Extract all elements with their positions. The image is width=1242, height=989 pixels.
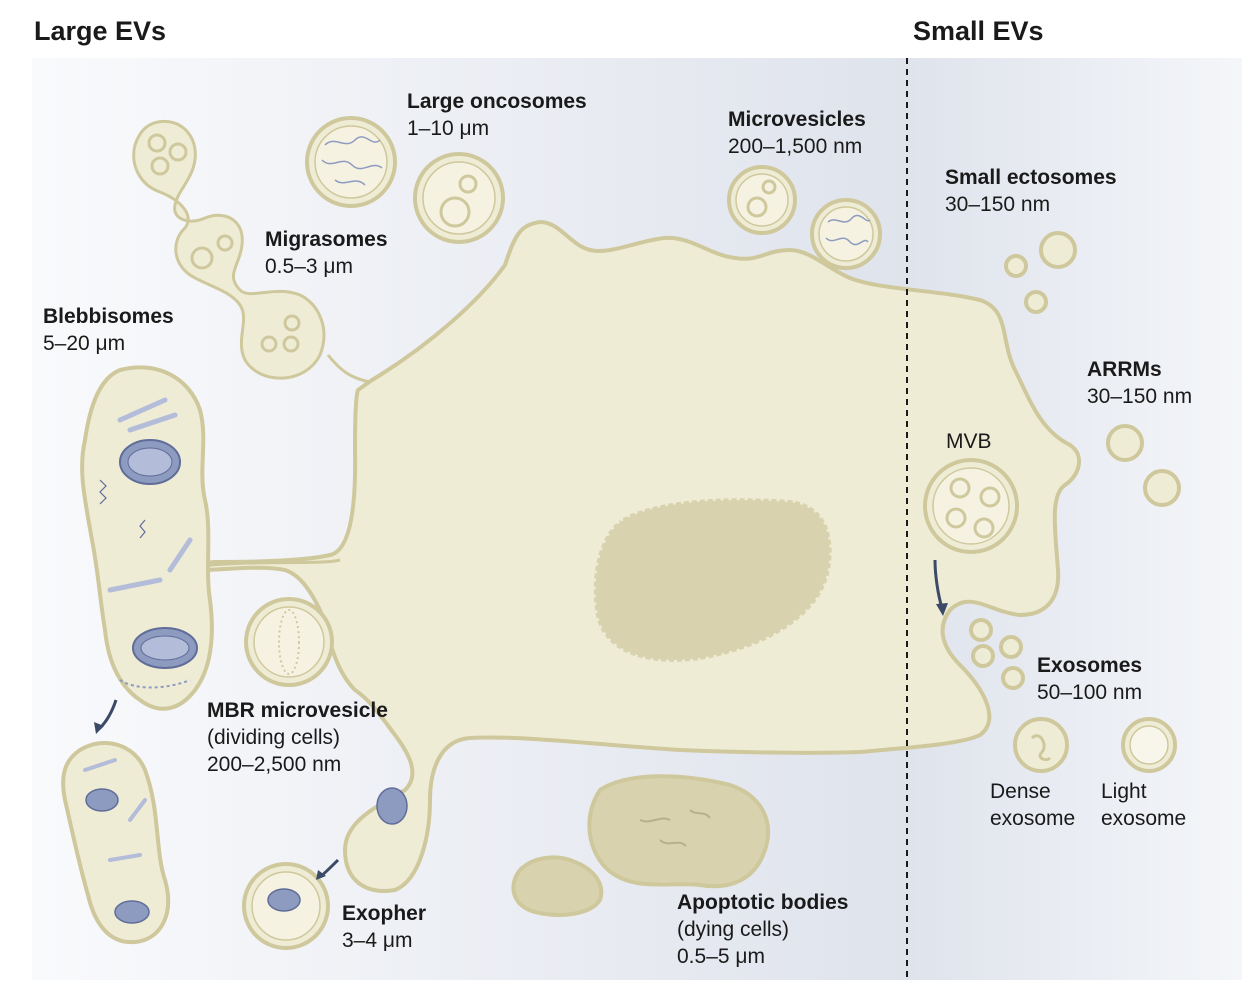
migrasomes	[132, 119, 326, 380]
small-ectosomes-label: Small ectosomes 30–150 nm	[945, 166, 1117, 216]
mbr-microvesicle	[244, 597, 334, 687]
blebbisomes-label: Blebbisomes 5–20 μm	[43, 305, 174, 355]
blebbisome	[80, 365, 214, 711]
exosomes	[969, 618, 1025, 690]
arrow-heads	[94, 603, 948, 880]
apoptotic-bodies	[511, 774, 771, 917]
exosomes-label: Exosomes 50–100 nm	[1037, 654, 1143, 704]
exopher	[242, 787, 408, 950]
microvesicles-label: Microvesicles 200–1,500 nm	[728, 108, 866, 158]
arrms-label: ARRMs 30–150 nm	[1087, 358, 1193, 408]
microvesicles	[727, 165, 882, 270]
large-oncosomes	[305, 116, 505, 244]
mvb	[923, 458, 1019, 554]
arrms	[1106, 424, 1181, 507]
light-exosome	[1121, 717, 1177, 773]
light-exosome-label: Light exosome	[1101, 780, 1187, 830]
migrasomes-label: Migrasomes 0.5–3 μm	[265, 228, 388, 278]
small-ectosomes	[1004, 231, 1077, 314]
dense-exosome-label: Dense exosome	[990, 780, 1076, 830]
nucleus	[591, 496, 834, 664]
dense-exosome	[1013, 717, 1069, 773]
apoptotic-bodies-label: Apoptotic bodies (dying cells) 0.5–5 μm	[677, 891, 849, 968]
exopher-label: Exopher 3–4 μm	[342, 902, 427, 952]
mbr-microvesicle-label: MBR microvesicle (dividing cells) 200–2,…	[207, 699, 388, 776]
small-evs-header: Small EVs	[913, 16, 1044, 46]
blebbisome-released	[61, 740, 171, 945]
large-evs-header: Large EVs	[34, 16, 167, 46]
large-oncosomes-label: Large oncosomes 1–10 μm	[407, 90, 587, 140]
mvb-label: MVB	[946, 430, 992, 453]
